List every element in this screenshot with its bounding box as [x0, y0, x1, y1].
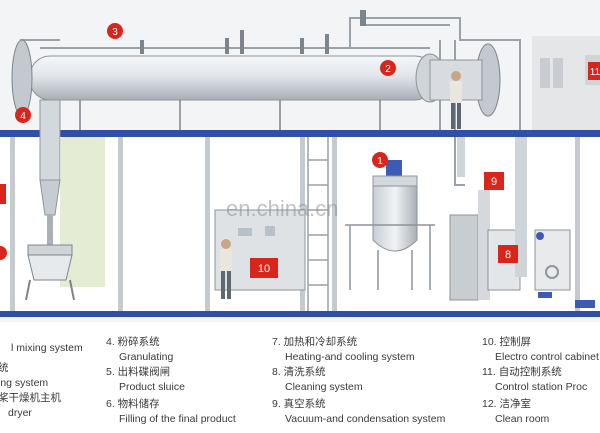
legend-item-7: 7. 加热和冷却系统 Heating-and cooling system [272, 336, 415, 363]
legend-item-9: 9. 真空系统 Vacuum-and condensation system [272, 398, 446, 425]
legend-item-3: 桨干燥机主机 dryer [0, 392, 61, 419]
legend-item-6: 6. 物料储存 Filling of the final product [106, 398, 236, 425]
granulator [39, 99, 105, 287]
badge-3: 3 [107, 23, 123, 39]
badge-10: 10 [250, 258, 278, 278]
control-station [534, 229, 595, 308]
operator-upper [450, 71, 462, 129]
badge-clipped-left-upper [0, 184, 6, 204]
legend-item-5: 5. 出料碟阀闸 Product sluice [106, 366, 185, 393]
legend-item-2: 统 ing system [0, 362, 49, 389]
badge-2: 2 [380, 60, 396, 76]
svg-text:1: 1 [377, 156, 383, 167]
legend-item-12: 12. 洁净室 Clean room [482, 398, 550, 425]
vacuum-column [457, 137, 527, 277]
legend-item-4: 4. 粉碎系统 Granulating [106, 336, 174, 363]
badge-4: 4 [15, 107, 31, 123]
operator-lower [220, 239, 232, 299]
legend-item-11: 11. 自动控制系统 Control station Proc [482, 366, 588, 393]
badge-clipped-left-lower [0, 246, 7, 260]
lower-floor-beam [0, 311, 600, 317]
staircase [307, 137, 329, 311]
legend-item-10: 10. 控制屏 Electro control cabinet [482, 336, 599, 363]
mixing-tank [345, 160, 435, 290]
badge-11: 11 [588, 62, 600, 80]
clean-room [532, 36, 600, 132]
svg-text:3: 3 [112, 27, 118, 38]
legend-item-1: l mixing system [11, 342, 83, 354]
badge-1: 1 [372, 152, 388, 168]
legend: l mixing system 统 ing system 桨干燥机主机 drye… [0, 322, 600, 433]
svg-text:2: 2 [385, 64, 391, 75]
svg-text:9: 9 [491, 176, 497, 188]
upper-floor-beam [0, 130, 600, 137]
product-tote [25, 244, 75, 301]
svg-text:11: 11 [590, 67, 600, 78]
legend-item-8: 8. 清洗系统 Cleaning system [272, 366, 363, 393]
badge-8: 8 [498, 245, 518, 263]
plant-illustration: en.china.cn 3 2 4 1 9 10 8 [0, 0, 600, 322]
svg-text:10: 10 [258, 263, 270, 275]
watermark: en.china.cn [226, 196, 339, 221]
svg-text:8: 8 [505, 249, 511, 261]
badge-9: 9 [484, 172, 504, 190]
svg-text:4: 4 [20, 111, 26, 122]
